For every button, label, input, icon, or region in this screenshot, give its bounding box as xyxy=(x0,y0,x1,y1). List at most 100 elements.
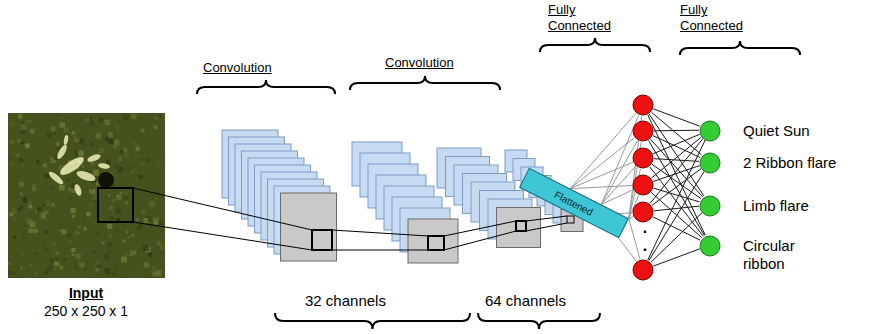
image-texture xyxy=(19,182,23,186)
image-texture xyxy=(27,219,32,224)
hidden-neuron xyxy=(633,121,653,141)
image-texture xyxy=(55,257,59,261)
image-texture xyxy=(12,207,15,210)
image-texture xyxy=(117,176,120,179)
image-texture xyxy=(20,267,23,270)
image-texture xyxy=(141,159,143,161)
image-texture xyxy=(120,150,124,154)
image-texture xyxy=(45,174,50,179)
image-texture xyxy=(109,234,112,237)
hidden-neuron xyxy=(633,260,653,280)
ellipsis-dot: . xyxy=(643,236,647,255)
image-texture xyxy=(135,154,139,158)
projection-line xyxy=(526,223,567,231)
image-texture xyxy=(93,170,99,176)
image-texture xyxy=(114,269,118,273)
image-texture xyxy=(63,113,65,115)
image-texture xyxy=(131,234,134,237)
output-class: 2 Ribbon flare xyxy=(700,152,836,174)
image-texture xyxy=(77,232,80,235)
image-texture xyxy=(22,236,25,239)
image-texture xyxy=(78,129,80,131)
image-texture xyxy=(114,140,119,145)
image-texture xyxy=(29,205,33,209)
image-texture xyxy=(16,153,19,156)
image-texture xyxy=(23,199,27,203)
image-texture xyxy=(19,206,23,210)
image-texture xyxy=(95,268,98,271)
feature-stack xyxy=(437,148,541,248)
projection-line xyxy=(526,216,567,221)
feature-stack xyxy=(222,130,337,261)
channel-count: 32 channels xyxy=(305,292,386,310)
class-name: Quiet Sun xyxy=(743,122,810,140)
projection-line xyxy=(332,230,428,236)
image-texture xyxy=(141,129,145,133)
image-texture xyxy=(45,248,49,252)
image-texture xyxy=(154,116,158,120)
image-texture xyxy=(84,216,87,219)
image-texture xyxy=(33,229,38,234)
image-texture xyxy=(110,206,113,209)
image-texture xyxy=(19,251,24,256)
image-texture xyxy=(107,242,113,248)
output-neuron xyxy=(699,152,721,174)
image-texture xyxy=(31,241,33,243)
image-texture xyxy=(8,271,13,276)
projection-line xyxy=(444,231,516,250)
bar-label: Flattened xyxy=(553,189,595,218)
image-texture xyxy=(140,128,145,133)
image-texture xyxy=(13,211,16,214)
image-texture xyxy=(118,156,123,161)
image-texture xyxy=(10,218,14,222)
image-texture xyxy=(59,129,62,132)
flatten-bar: Flattened xyxy=(519,168,629,238)
image-texture xyxy=(48,231,50,233)
image-texture xyxy=(95,118,98,121)
feature-map xyxy=(497,208,541,248)
image-texture xyxy=(66,179,69,182)
curly-brace xyxy=(540,38,650,52)
image-texture xyxy=(81,251,83,253)
curly-brace xyxy=(478,313,600,329)
image-texture xyxy=(51,213,56,218)
image-texture xyxy=(136,147,140,151)
image-texture xyxy=(69,240,72,243)
image-texture xyxy=(50,259,54,263)
image-texture xyxy=(9,162,14,167)
output-neuron xyxy=(699,235,721,257)
image-texture xyxy=(101,241,104,244)
image-texture xyxy=(72,131,76,135)
class-name: Limb flare xyxy=(743,197,809,215)
dense-layer xyxy=(570,95,705,280)
image-texture xyxy=(132,250,135,253)
image-texture xyxy=(74,136,80,142)
image-texture xyxy=(139,175,143,179)
image-texture xyxy=(83,227,87,231)
weight-line xyxy=(601,141,637,205)
image-texture xyxy=(53,133,56,136)
image-texture xyxy=(156,270,162,276)
weight-line xyxy=(653,136,700,158)
image-texture xyxy=(78,225,81,228)
weight-line xyxy=(651,213,702,263)
image-texture xyxy=(15,223,17,225)
output-class: Circular ribbon xyxy=(700,235,815,273)
image-texture xyxy=(50,187,53,190)
input-caption: Input xyxy=(69,285,103,302)
image-texture xyxy=(115,125,121,131)
image-texture xyxy=(20,129,25,134)
image-texture xyxy=(108,248,113,253)
image-texture xyxy=(41,213,46,218)
image-texture xyxy=(116,209,121,214)
image-texture xyxy=(112,240,115,243)
image-texture xyxy=(136,218,139,221)
layer-heading: Convolution xyxy=(385,55,454,71)
image-texture xyxy=(123,114,129,120)
image-ground xyxy=(8,113,165,278)
image-texture xyxy=(141,162,144,165)
image-texture xyxy=(147,158,151,162)
image-texture xyxy=(123,251,129,257)
image-texture xyxy=(90,122,94,126)
image-texture xyxy=(152,265,156,269)
